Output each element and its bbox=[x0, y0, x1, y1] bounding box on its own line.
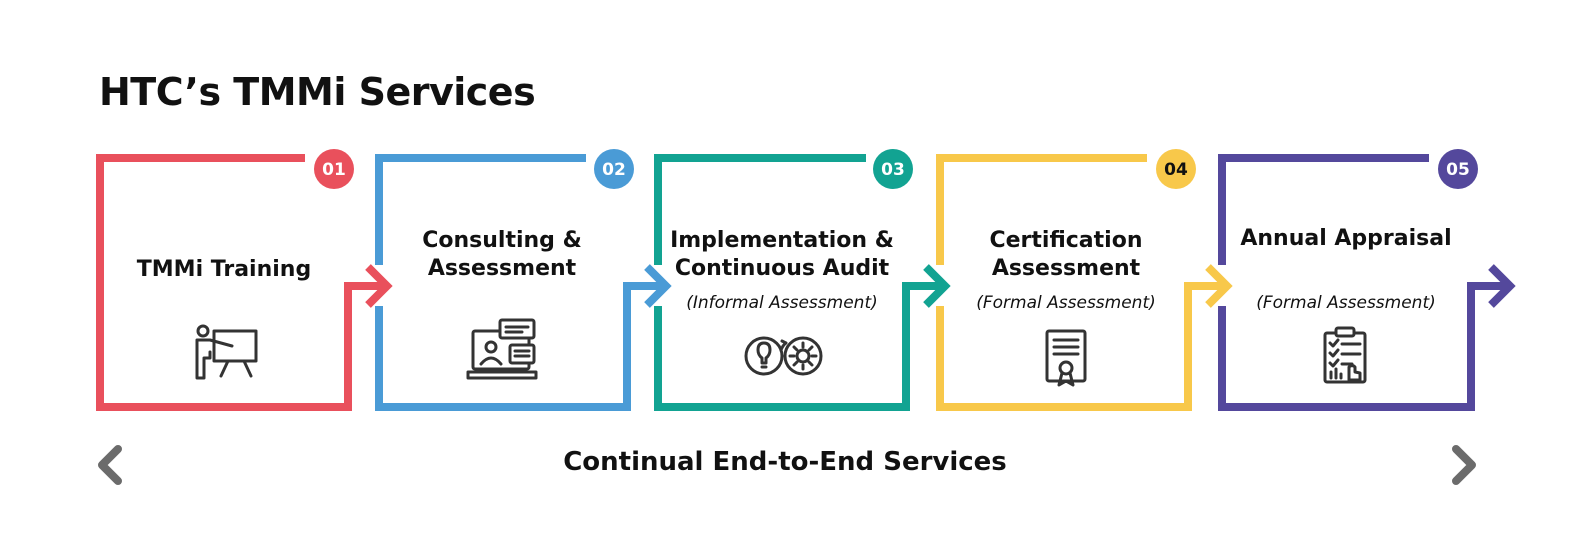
presenter-board-icon bbox=[195, 324, 258, 380]
footer-label: Continual End-to-End Services bbox=[560, 447, 1010, 477]
video-consultation-icon bbox=[466, 318, 538, 380]
step-1-title: TMMi Training bbox=[136, 257, 312, 282]
step-3-subtitle: (Informal Assessment) bbox=[686, 293, 878, 313]
step-3-number: 03 bbox=[881, 160, 905, 180]
step-4-title: Certification Assessment bbox=[989, 228, 1143, 281]
clipboard-checklist-icon bbox=[1323, 326, 1367, 384]
step-3-frame bbox=[654, 154, 951, 411]
step-2-number: 02 bbox=[602, 160, 626, 180]
step-3-title: Implementation & Continuous Audit bbox=[670, 228, 894, 281]
step-5-number: 05 bbox=[1446, 160, 1470, 180]
step-4-number: 04 bbox=[1164, 160, 1188, 180]
step-1-number: 01 bbox=[322, 160, 346, 180]
step-4-number-badge: 04 bbox=[1156, 149, 1196, 189]
certificate-icon bbox=[1045, 329, 1087, 387]
step-5-number-badge: 05 bbox=[1438, 149, 1478, 189]
step-5-subtitle: (Formal Assessment) bbox=[1256, 293, 1436, 313]
step-5-title: Annual Appraisal bbox=[1240, 226, 1452, 251]
step-4-frame bbox=[936, 154, 1233, 411]
idea-gear-cycle-icon bbox=[744, 336, 823, 376]
step-1-frame bbox=[96, 154, 393, 411]
step-3-number-badge: 03 bbox=[873, 149, 913, 189]
end-to-end-double-arrow bbox=[98, 445, 1476, 485]
page-title: HTC’s TMMi Services bbox=[99, 70, 536, 114]
step-2-title: Consulting & Assessment bbox=[422, 228, 582, 281]
step-2-number-badge: 02 bbox=[594, 149, 634, 189]
step-4-subtitle: (Formal Assessment) bbox=[976, 293, 1156, 313]
step-2-frame bbox=[375, 154, 672, 411]
step-5-frame bbox=[1218, 154, 1516, 411]
step-1-number-badge: 01 bbox=[314, 149, 354, 189]
